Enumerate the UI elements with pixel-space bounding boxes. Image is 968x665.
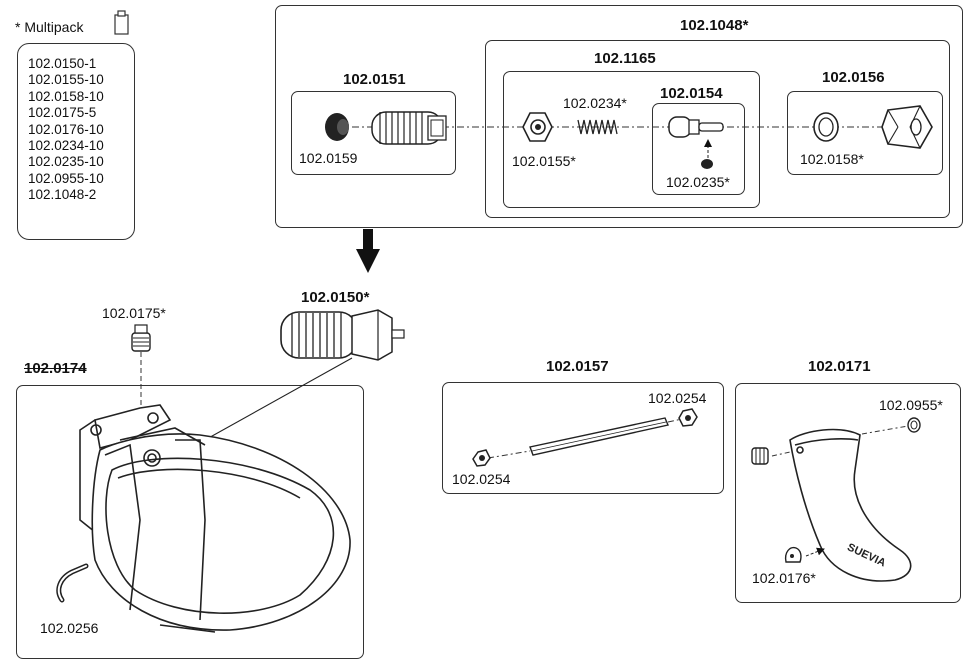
valve-0150-part (281, 310, 404, 360)
nut-0254-left-part (473, 450, 490, 466)
cap-nut-0156-part (882, 106, 932, 148)
plug-0175-part (132, 325, 150, 351)
nut-0155-part (523, 113, 552, 141)
seal-0235-part (701, 159, 713, 169)
nut-0254-right-part (679, 409, 697, 426)
drinking-bowl-part (80, 405, 350, 632)
cap-0176-part (786, 548, 801, 562)
pin-0154-part (669, 117, 723, 137)
washer-0158-part (814, 113, 838, 141)
bushing-0955-part (908, 418, 920, 432)
down-arrow-icon (356, 229, 380, 273)
plug-0159-part (325, 113, 349, 141)
rod-0157-part (530, 418, 668, 455)
paddle-0171-part (790, 430, 911, 581)
threaded-body-0151-part (372, 112, 446, 144)
bushing-left-part (752, 448, 768, 464)
